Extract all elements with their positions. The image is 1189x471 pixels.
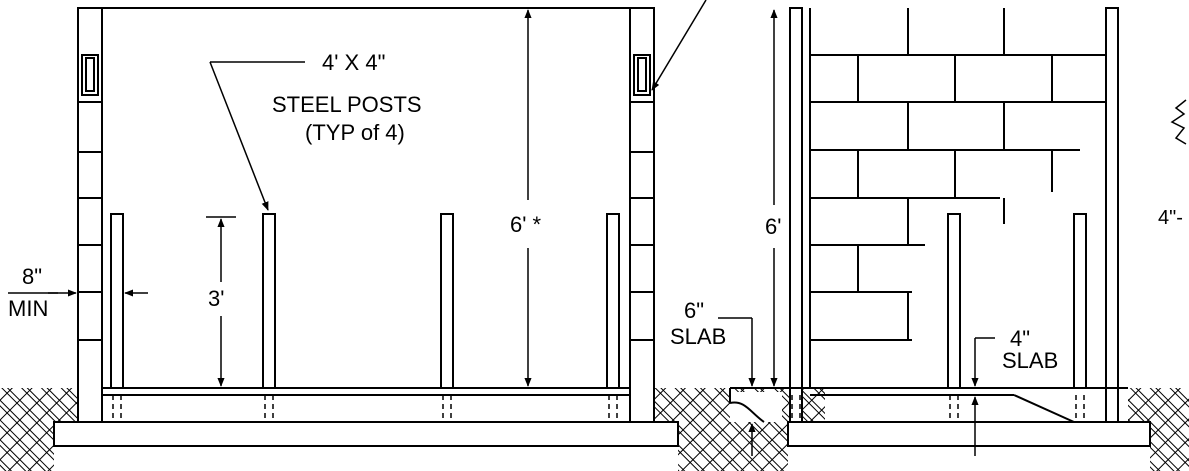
front-elevation: 4' X 4" STEEL POSTS (TYP of 4) 6' * 3' 8… — [8, 0, 707, 447]
steel-post — [262, 213, 276, 422]
post-height-dimension — [206, 216, 236, 387]
steel-post — [440, 213, 454, 422]
concrete-block-pattern — [810, 8, 1106, 341]
posts-count-label: (TYP of 4) — [305, 120, 405, 145]
posts-name-label: STEEL POSTS — [272, 92, 422, 117]
steel-post — [110, 213, 124, 422]
side-section: 6' 6" SLAB 4" SLAB 4"- — [670, 7, 1187, 456]
break-symbol — [1170, 99, 1187, 145]
slab4-dimension — [971, 337, 995, 456]
slab6-label: SLAB — [670, 324, 726, 349]
callout-leader — [651, 0, 707, 91]
slab4-value: 4" — [1010, 326, 1030, 351]
masonry-wall-left — [77, 7, 103, 423]
posts-size-label: 4' X 4" — [322, 50, 385, 75]
masonry-wall-right — [629, 7, 655, 423]
height-label-left: 6' * — [510, 212, 542, 237]
posts-leader — [209, 61, 305, 211]
height-label-right: 6' — [765, 214, 781, 239]
footing-left — [53, 421, 679, 447]
slab6-value: 6" — [684, 298, 704, 323]
min-clearance-value: 8" — [22, 264, 42, 289]
min-clearance-unit: MIN — [8, 296, 48, 321]
steel-post — [947, 213, 961, 422]
slab4-label: SLAB — [1002, 348, 1058, 373]
steel-post — [1073, 213, 1087, 422]
slab6-dimension — [718, 317, 756, 456]
steel-post — [606, 213, 620, 422]
footing-right — [787, 421, 1151, 447]
edge-partial-label: 4"- — [1158, 207, 1183, 229]
post-height-label: 3' — [208, 286, 224, 311]
